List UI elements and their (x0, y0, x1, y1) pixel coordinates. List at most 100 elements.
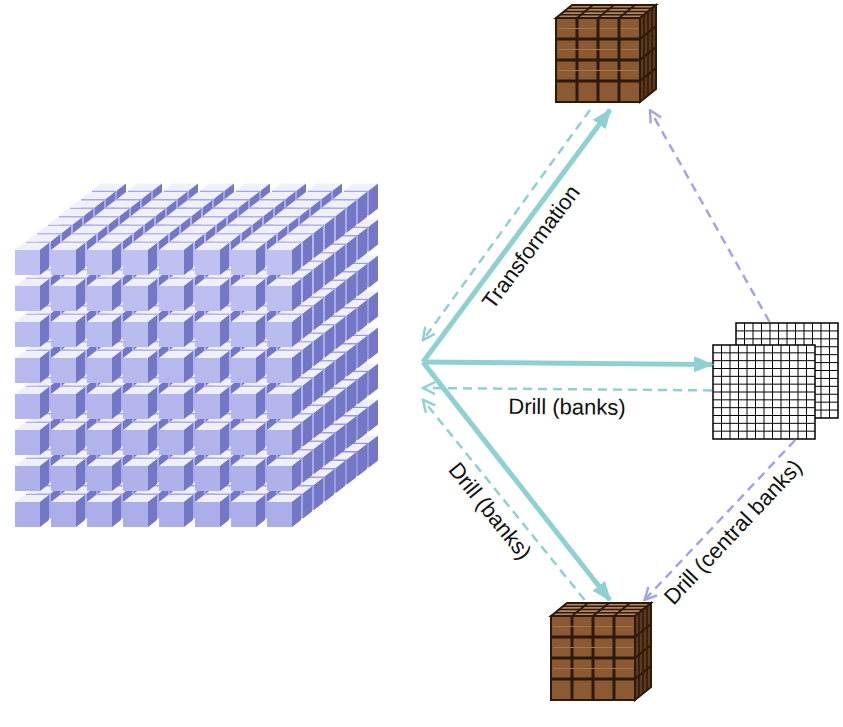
cubelet-side (369, 184, 378, 216)
cubelet-front (51, 466, 76, 491)
edge-label: Drill (banks) (441, 455, 538, 567)
cubelet-side (112, 387, 121, 419)
cubelet-front (267, 466, 292, 491)
cubelet-side (256, 243, 265, 275)
cubelet-side (184, 495, 193, 527)
cubelet-side (336, 389, 345, 421)
cubelet-side (369, 436, 378, 468)
wood-side (640, 5, 656, 102)
cubelet-front (159, 250, 184, 275)
cubelet-front (231, 502, 256, 527)
cubelet-side (292, 495, 301, 527)
wood-seam (551, 678, 635, 681)
cubelet-side (112, 459, 121, 491)
cubelet-side (292, 387, 301, 419)
cubelet-side (347, 381, 356, 413)
cubelet-front (51, 250, 76, 275)
cubelet-side (358, 336, 367, 368)
cubelet-front (87, 502, 112, 527)
wood-cube-image (550, 600, 655, 720)
wood-cube-illustration (556, 5, 656, 102)
cubelet-side (336, 209, 345, 241)
cubelet-front (231, 394, 256, 419)
cubelet-side (292, 315, 301, 347)
cubelet-side (358, 192, 367, 224)
cubelet-side (325, 290, 334, 322)
wood-seam (563, 606, 647, 608)
grid-line (713, 407, 815, 408)
cubelet-front (159, 502, 184, 527)
drill-arrow (423, 400, 585, 600)
grid-sheet (713, 345, 815, 439)
cubelet-side (314, 478, 323, 510)
cubelet-front (15, 286, 40, 311)
grid-sheets-image (712, 322, 840, 440)
cubelet-side (292, 351, 301, 383)
cubelet-side (347, 273, 356, 305)
cubelet-front (231, 358, 256, 383)
wood-seam (635, 666, 651, 679)
wood-seam (646, 606, 648, 690)
cubelet-side (347, 309, 356, 341)
cubelet-front (15, 430, 40, 455)
cubelet-front (51, 322, 76, 347)
cubelet-front (123, 430, 148, 455)
edge-label: Transformation (475, 178, 587, 316)
cubelet-front (87, 286, 112, 311)
cubelet-front (51, 394, 76, 419)
cubelet-side (358, 300, 367, 332)
cubelet-front (123, 502, 148, 527)
cubelet-side (256, 387, 265, 419)
cubelet-side (369, 292, 378, 324)
cubelet-side (148, 279, 157, 311)
wood-seam (556, 80, 640, 83)
cubelet-side (358, 264, 367, 296)
cubelet-front (195, 322, 220, 347)
wood-front (556, 18, 640, 102)
cubelet-side (314, 334, 323, 366)
cubelet-side (148, 423, 157, 455)
cubelet-side (76, 459, 85, 491)
cubelet-side (325, 326, 334, 358)
wood-cube-illustration (551, 603, 651, 700)
cubelet-front (123, 466, 148, 491)
cubelet-side (256, 351, 265, 383)
cubelet-side (325, 254, 334, 286)
cubelet-side (76, 315, 85, 347)
grid-line (829, 323, 830, 418)
cubelet-side (112, 243, 121, 275)
cubelet-side (148, 315, 157, 347)
cubelet-side (347, 453, 356, 485)
cubelet-front (15, 466, 40, 491)
wood-seam (564, 11, 648, 13)
cubelet-front (159, 430, 184, 455)
cubelet-front (159, 394, 184, 419)
cubelet-side (303, 307, 312, 339)
cubelet-side (303, 487, 312, 519)
wood-seam (568, 8, 652, 10)
cubelet-side (40, 423, 49, 455)
cubelet-front (51, 286, 76, 311)
cubelet-front (195, 502, 220, 527)
cubelet-side (292, 459, 301, 491)
cubelet-side (358, 372, 367, 404)
cubelet-front (231, 286, 256, 311)
cubelet-side (369, 364, 378, 396)
cubelet-side (303, 235, 312, 267)
cubelet-side (76, 243, 85, 275)
cubelet-front (159, 322, 184, 347)
cubelet-front (195, 430, 220, 455)
cubelet-side (336, 461, 345, 493)
cubelet-front (51, 430, 76, 455)
cubelet-front (267, 286, 292, 311)
cubelet-side (112, 351, 121, 383)
cubelet-front (87, 394, 112, 419)
drill-arrow (423, 388, 712, 390)
data-cube-illustration (15, 184, 378, 528)
wood-seam (640, 68, 656, 81)
flow-arrow (423, 362, 712, 364)
cubelet-side (184, 459, 193, 491)
cubelet-side (40, 495, 49, 527)
cubelet-side (292, 423, 301, 455)
cubelet-front (87, 322, 112, 347)
